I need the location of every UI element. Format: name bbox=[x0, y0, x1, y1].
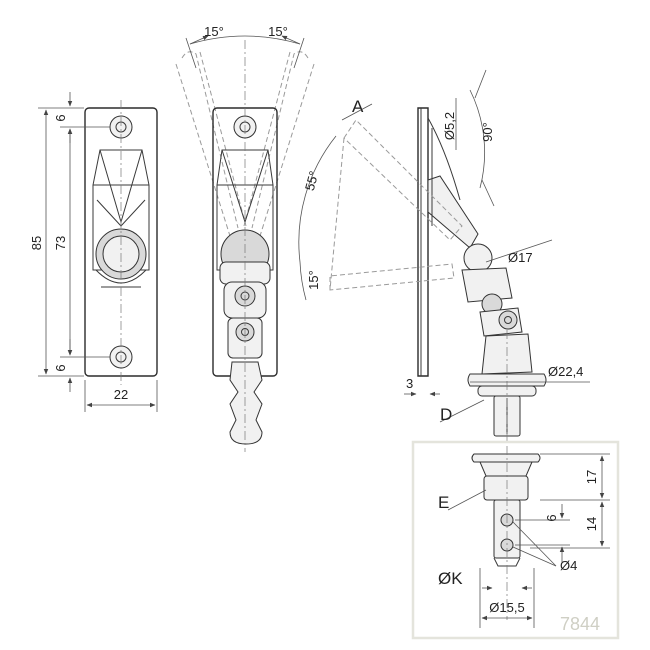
pivot-diameter: Ø17 bbox=[508, 250, 533, 265]
angle-low: 15° bbox=[306, 270, 321, 290]
label-e: E bbox=[438, 493, 449, 512]
swing-angle-dimensions: 15° 15° bbox=[185, 24, 305, 69]
angle-right-label: 15° bbox=[268, 24, 288, 39]
swing-view bbox=[175, 40, 315, 452]
dim-bottom-offset: 6 bbox=[53, 364, 68, 371]
label-d: D bbox=[440, 405, 452, 424]
dim-spacing: 6 bbox=[544, 514, 559, 521]
angle-range: 55° bbox=[302, 169, 322, 192]
product-code: 7844 bbox=[560, 614, 600, 634]
dim-width: 22 bbox=[114, 387, 128, 402]
dim-head: 17 bbox=[584, 470, 599, 484]
dim-hole-spacing: 73 bbox=[53, 236, 68, 250]
label-a: A bbox=[352, 97, 364, 116]
detail-hole-diameter: Ø4 bbox=[560, 558, 577, 573]
angle-left-label: 15° bbox=[204, 24, 224, 39]
dim-total-height: 85 bbox=[29, 236, 44, 250]
side-view-dimensions: 90° Ø5,2 55° 15° A Ø17 Ø22,4 3 D bbox=[298, 69, 590, 424]
body-diameter: Ø22,4 bbox=[548, 364, 583, 379]
angle-right-side: 90° bbox=[480, 122, 495, 142]
front-view bbox=[84, 100, 158, 385]
plate-thickness: 3 bbox=[406, 376, 413, 391]
front-view-dimensions: 85 73 6 6 22 bbox=[29, 92, 158, 412]
hole-diameter-side: Ø5,2 bbox=[442, 112, 457, 140]
dim-length: 14 bbox=[584, 517, 599, 531]
side-view bbox=[329, 107, 547, 444]
shaft-diameter: ØK bbox=[438, 569, 463, 588]
detail-view: E 17 14 6 Ø4 ØK Ø15,5 7844 bbox=[411, 440, 620, 640]
dim-top-offset: 6 bbox=[53, 114, 68, 121]
base-diameter: Ø15,5 bbox=[489, 600, 524, 615]
